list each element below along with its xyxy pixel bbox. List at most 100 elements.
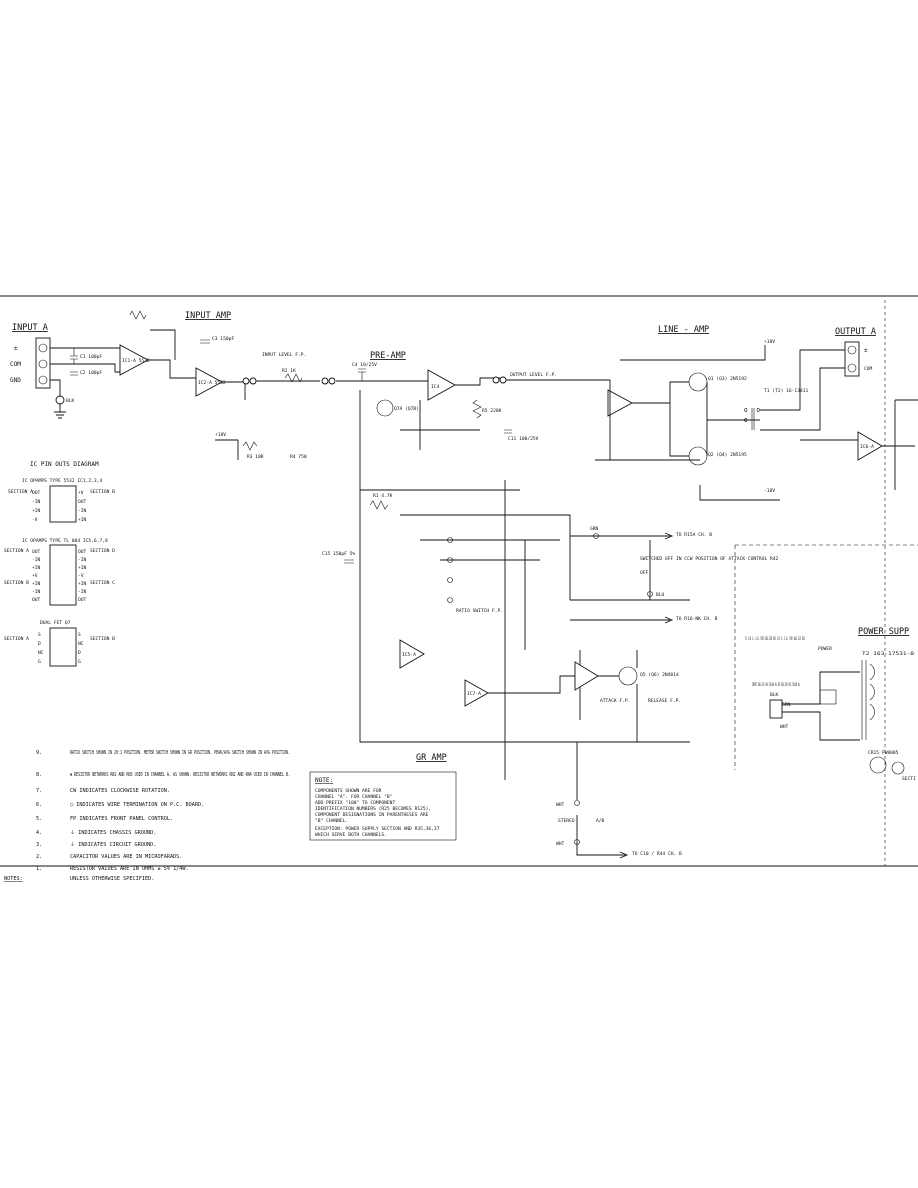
conn-gnd-label: GND <box>10 377 21 384</box>
ic1-section-b: SECTION B <box>90 489 115 495</box>
note-5-text: FP INDICATES FRONT PANEL CONTROL. <box>70 816 173 822</box>
c1-cap <box>70 348 78 364</box>
plus18v-line-label: +18V <box>764 339 775 345</box>
to-c10-arrow <box>619 851 629 859</box>
power-supply-title: POWER SUPP <box>858 627 909 637</box>
c3-cap <box>200 339 210 344</box>
pin-fet-l3: NC <box>38 650 44 656</box>
ic2-section-a: SECTION A <box>4 548 29 554</box>
note-line-1: COMPONENTS SHOWN ARE FOR <box>315 788 382 794</box>
notes-suffix: UNLESS OTHERWISE SPECIFIED. <box>70 876 154 882</box>
c2-label: C2 100pF <box>80 370 102 376</box>
wire-term-6 <box>499 376 507 384</box>
pre-amp-title: PRE-AMP <box>370 351 406 361</box>
input-power-label: INPUT 100-125 VAC 50/60 Hz OR 200-250 VA… <box>752 682 800 688</box>
ic1a-label: IC1-A 5532 <box>122 358 150 364</box>
out-com-label: COM <box>864 366 873 372</box>
note-4-text: ⏚ INDICATES CHASSIS GROUND. <box>70 829 156 836</box>
ic2-section-b: SECTION B <box>4 580 29 586</box>
q1-label: Q1 (Q3) 2N5192 <box>708 376 747 382</box>
note-line-6: "B" CHANNEL. <box>315 818 348 824</box>
pin-5532-l4: -V <box>32 517 38 523</box>
t1-transformer <box>743 408 761 430</box>
ic6a-opamp <box>857 431 883 461</box>
out-pm-label: ± <box>864 347 868 354</box>
r5-resistor <box>472 399 482 419</box>
pin-tl084-r2: -IN <box>78 557 87 563</box>
pin-fet-r1: S <box>78 632 81 638</box>
input-terminal-3 <box>38 375 48 385</box>
to-r16-arrow <box>664 616 674 624</box>
input-wires <box>50 347 110 400</box>
fuse-label: F1 1/8 A. S.B. FOR 200-250 VAC 1/4 A. S.… <box>745 636 805 642</box>
c15-label: C15 150pF 5% <box>322 551 355 557</box>
ic2-section-c: SECTION C <box>90 580 115 586</box>
cr15-label: CR15 FW8005 <box>868 750 899 756</box>
ic-type1-label: IC OPAMPS TYPE 5532 IC1,2,3,4 <box>22 478 102 484</box>
output-terminal-1 <box>847 345 857 355</box>
note-box-frame <box>309 771 457 841</box>
blk-label: BLK <box>66 398 75 404</box>
c3-label: C3 150pF <box>212 336 234 342</box>
minus18v-line-label: -18V <box>764 488 775 494</box>
ic4-opamp <box>427 369 456 401</box>
r3-label: R3 10K <box>247 454 264 460</box>
ps-component <box>891 761 905 775</box>
r1-label: R1 4.7K <box>373 493 393 499</box>
to-c10-wire <box>576 742 625 856</box>
c15-cap <box>344 559 354 564</box>
pin-fet-l2: D <box>38 641 41 647</box>
c11-label: C11 100/25V <box>508 436 539 442</box>
output-side-wires <box>800 399 918 490</box>
wire-term-2 <box>249 377 257 385</box>
ratio-contact-4 <box>447 597 453 603</box>
notes-heading: NOTES: <box>4 876 23 882</box>
note-line-3: ADD PREFIX "100" TO COMPONENT <box>315 800 395 806</box>
pin-tl084-l4: +V <box>32 573 38 579</box>
r5-label: R5 220K <box>482 408 502 414</box>
pre-amp-wires <box>336 377 520 491</box>
to-r15a-label: TO R15A CH. B <box>676 532 712 538</box>
wire-term-5 <box>492 376 500 384</box>
note-7-text: CW INDICATES CLOCKWISE ROTATION. <box>70 788 170 794</box>
note-6-text: ◯ INDICATES WIRE TERMINATION ON P.C. BOA… <box>70 802 204 808</box>
blu-terminal <box>647 591 653 597</box>
q7a-label: Q7A (Q7B) <box>394 406 419 412</box>
output-a-section: OUTPUT A ± COM IC6-A <box>760 327 918 490</box>
pin-tl084-r3: +IN <box>78 565 87 571</box>
note-line-8: EXCEPTION: POWER SUPPLY SECTION AND R35,… <box>315 826 440 832</box>
pin-tl084-r6: -IN <box>78 589 87 595</box>
sect-label: SECTI <box>902 776 916 782</box>
plus18v-label: +18V <box>215 432 226 438</box>
r4-label: R4 750 <box>290 454 307 460</box>
pin-tl084-r5: +IN <box>78 581 87 587</box>
power-wires <box>782 671 860 741</box>
pin-5532-l3: +IN <box>32 508 41 514</box>
ic-pinouts-section: IC PIN OUTS DIAGRAM IC OPAMPS TYPE 5532 … <box>4 461 115 667</box>
ab-label: A/B <box>596 818 605 824</box>
ic-5532-package <box>49 485 77 523</box>
ic5a-opamp <box>399 639 425 669</box>
dual-fet-label: DUAL FET Q7 <box>40 620 71 626</box>
ic5a-label: IC5-A <box>402 652 416 658</box>
ic1-section-a: SECTION A <box>8 489 33 495</box>
line-amp-wires <box>595 345 780 501</box>
note-2-text: CAPACITOR VALUES ARE IN MICROFARADS. <box>70 854 182 860</box>
input-a-title: INPUT A <box>12 323 48 333</box>
output-level-label: OUTPUT LEVEL F.P. <box>510 372 557 378</box>
c1-label: C1 100pF <box>80 354 102 360</box>
wht-terminal-2 <box>574 839 580 845</box>
wire-term-1 <box>242 377 250 385</box>
ic4-label: IC4 <box>431 384 440 390</box>
to-r16-label: TO R16-NK CH. B <box>676 616 718 622</box>
input-a-section: INPUT A ± COM GND BLK C1 100pF C2 100pF <box>10 323 110 419</box>
pin-tl084-r7: OUT <box>78 597 87 603</box>
ic7a-opamp <box>464 679 489 707</box>
ratio-label: RATIO SWITCH F.P. <box>456 608 503 614</box>
ratio-contact-3 <box>447 577 453 583</box>
note-4-num: 4. <box>36 830 42 836</box>
ic7a-label: IC7-A <box>467 691 481 697</box>
pin-tl084-l2: -IN <box>32 557 41 563</box>
blk-power-label: BLK <box>770 692 779 698</box>
